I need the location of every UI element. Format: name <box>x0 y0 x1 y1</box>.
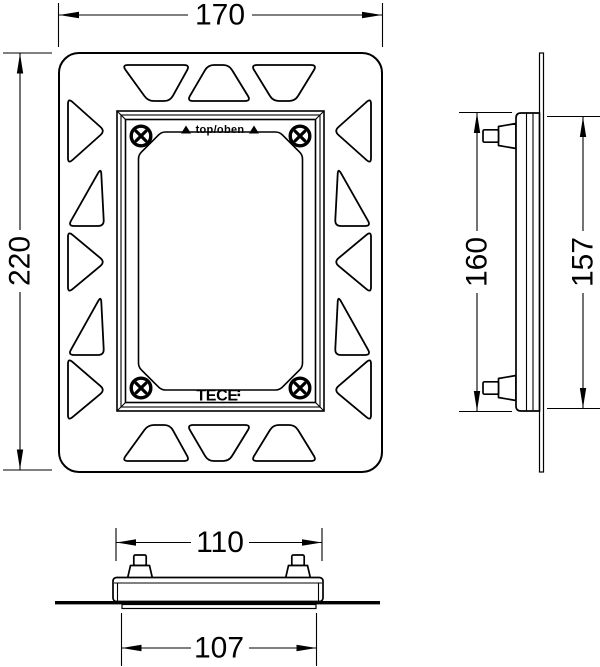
dimension-width-170: 170 <box>57 0 384 47</box>
screw-cross-slot <box>134 129 148 143</box>
arrowhead-icon <box>579 388 587 408</box>
logo-square-mark <box>237 389 241 393</box>
triangle-cutout <box>67 359 104 420</box>
up-triangle-icon <box>181 125 191 134</box>
dimension-arrowheads <box>16 11 587 652</box>
dim-label-110: 110 <box>196 526 244 559</box>
inner-frame-inner-rect <box>124 118 317 404</box>
brand-logo-group: TECE <box>196 388 241 405</box>
triangle-cutout <box>335 232 372 292</box>
arrowhead-icon <box>296 644 317 652</box>
triangle-cutout <box>334 169 370 227</box>
arrowhead-icon <box>16 449 24 470</box>
orientation-label: top/oben <box>196 124 245 136</box>
arrowhead-icon <box>473 113 481 133</box>
mounting-stud-bottom <box>482 374 517 402</box>
triangle-cutout <box>67 232 104 292</box>
side-view <box>482 52 545 473</box>
insert-protrusion <box>121 603 317 610</box>
dimension-side-157: 157 <box>547 115 600 410</box>
frame-outer-body <box>58 52 383 473</box>
triangle-cutout <box>334 297 370 356</box>
dimensions: 170 220 160 157 <box>3 0 600 666</box>
corner-miter-lines <box>117 111 324 411</box>
triangle-cutout <box>188 424 250 462</box>
cutout-pattern <box>67 64 372 462</box>
up-triangle-icon <box>249 125 259 134</box>
mounting-stud-left <box>126 554 154 580</box>
frame-bar-profile <box>112 576 324 603</box>
orientation-label-group: top/oben <box>181 124 259 136</box>
mounting-stud-top <box>482 122 517 150</box>
dimension-bottom-110: 110 <box>115 526 323 561</box>
frame-opening <box>137 131 304 391</box>
triangle-cutout <box>335 359 372 420</box>
arrowhead-icon <box>362 11 382 19</box>
triangle-cutout <box>252 424 316 462</box>
dimension-bottom-107: 107 <box>120 613 318 666</box>
triangle-cutout <box>252 64 316 102</box>
arrowhead-icon <box>473 391 481 411</box>
phillips-screw-icon <box>129 124 153 148</box>
arrowhead-icon <box>579 117 587 137</box>
front-view: top/oben TECE <box>58 52 383 473</box>
phillips-screw-icon <box>129 376 153 400</box>
inner-frame-mid-rect <box>120 114 321 408</box>
dim-label-160: 160 <box>461 237 494 287</box>
dimension-height-220: 220 <box>3 52 52 471</box>
frame-body-profile <box>515 112 541 412</box>
panel-line <box>55 601 380 605</box>
triangle-cutout <box>123 424 189 462</box>
arrowhead-icon <box>59 11 79 19</box>
phillips-screw-icon <box>288 124 312 148</box>
triangle-cutout <box>123 64 189 102</box>
fixing-screws <box>129 124 312 400</box>
arrowhead-icon <box>121 644 142 652</box>
bottom-view <box>55 554 380 610</box>
screw-cross-slot <box>293 381 307 395</box>
triangle-cutout <box>67 99 104 163</box>
triangle-cutout <box>69 297 105 356</box>
mounting-stud-right <box>284 554 312 580</box>
dim-label-220: 220 <box>4 236 37 286</box>
dimension-side-160: 160 <box>459 111 512 413</box>
inner-frame-outer-rect <box>116 110 325 412</box>
screw-cross-slot <box>134 381 148 395</box>
dim-label-157: 157 <box>567 237 600 287</box>
dim-label-107: 107 <box>194 632 244 665</box>
logo-square-mark <box>237 393 241 397</box>
arrowhead-icon <box>16 53 24 74</box>
triangle-cutout <box>335 99 372 163</box>
arrowhead-icon <box>116 539 136 546</box>
screw-cross-slot <box>293 129 307 143</box>
tece-logo: TECE <box>196 388 238 405</box>
triangle-cutout <box>69 169 105 227</box>
triangle-cutout <box>188 64 250 102</box>
dim-label-170: 170 <box>195 0 245 32</box>
arrowhead-icon <box>302 539 322 546</box>
phillips-screw-icon <box>288 376 312 400</box>
